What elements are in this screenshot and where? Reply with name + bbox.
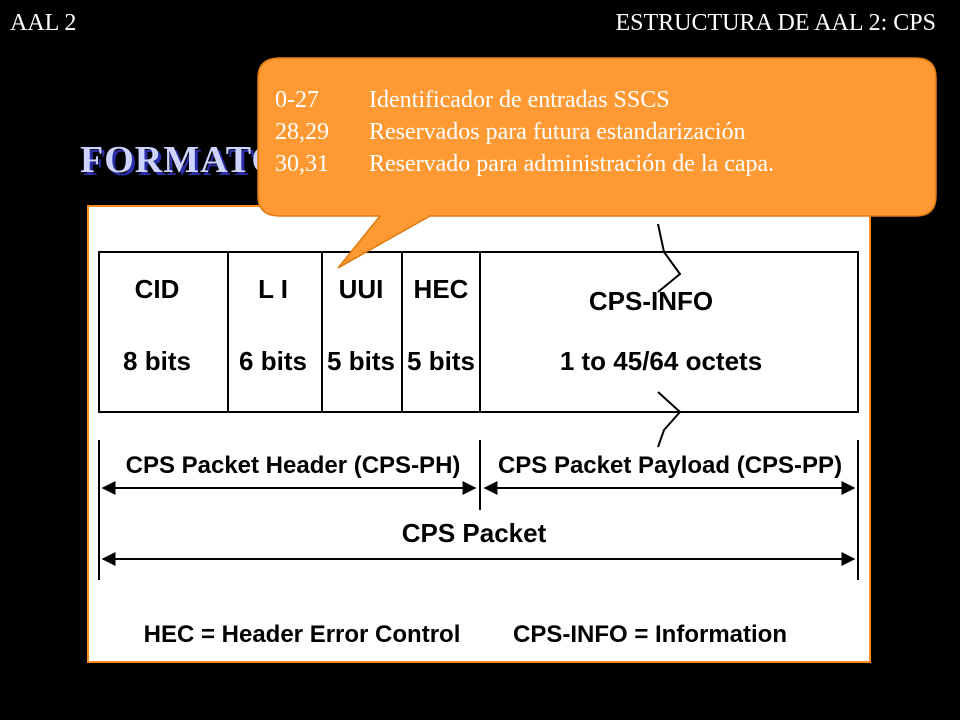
callout-code: 30,31	[275, 151, 329, 177]
slide-title: FORMATO	[80, 139, 282, 181]
field-size-hec: 5 bits	[407, 346, 475, 376]
callout-row: 0-27 Identificador de entradas SSCS	[275, 84, 935, 116]
field-name-hec: HEC	[414, 274, 469, 304]
packet-box	[98, 251, 859, 413]
field-size-cid: 8 bits	[123, 346, 191, 376]
field-size-cps-info: 1 to 45/64 octets	[560, 346, 762, 376]
diagram-panel: CID 8 bits L I 6 bits UUI 5 bits HEC 5 b…	[87, 205, 871, 663]
field-size-li: 6 bits	[239, 346, 307, 376]
field-name-cid: CID	[135, 274, 180, 304]
callout-row: 30,31 Reservado para administración de l…	[275, 148, 935, 180]
callout-row: 28,29 Reservados para futura estandariza…	[275, 116, 935, 148]
field-name-cps-info: CPS-INFO	[589, 286, 713, 316]
callout-text: 0-27 Identificador de entradas SSCS 28,2…	[275, 84, 935, 180]
label-cps-packet-header: CPS Packet Header (CPS-PH)	[126, 452, 461, 479]
break-mark-bottom	[657, 391, 682, 448]
callout-bubble	[257, 57, 937, 269]
legend-cps-info: CPS-INFO = Information	[513, 621, 787, 648]
callout-shape	[257, 57, 937, 269]
label-cps-packet: CPS Packet	[402, 518, 547, 548]
break-mark-top	[657, 223, 682, 293]
label-cps-packet-payload: CPS Packet Payload (CPS-PP)	[498, 452, 842, 479]
field-size-uui: 5 bits	[327, 346, 395, 376]
callout-description: Reservados para futura estandarización	[369, 119, 746, 145]
header-right: ESTRUCTURA DE AAL 2: CPS	[615, 10, 937, 36]
header-left: AAL 2	[10, 10, 77, 36]
field-name-uui: UUI	[339, 274, 384, 304]
callout-description: Identificador de entradas SSCS	[369, 87, 670, 113]
cps-packet-diagram: CID 8 bits L I 6 bits UUI 5 bits HEC 5 b…	[98, 223, 859, 648]
field-name-li: L I	[258, 274, 288, 304]
callout-code: 28,29	[275, 119, 329, 145]
callout-description: Reservado para administración de la capa…	[369, 151, 775, 177]
callout-code: 0-27	[275, 87, 319, 113]
legend-hec: HEC = Header Error Control	[144, 621, 461, 648]
